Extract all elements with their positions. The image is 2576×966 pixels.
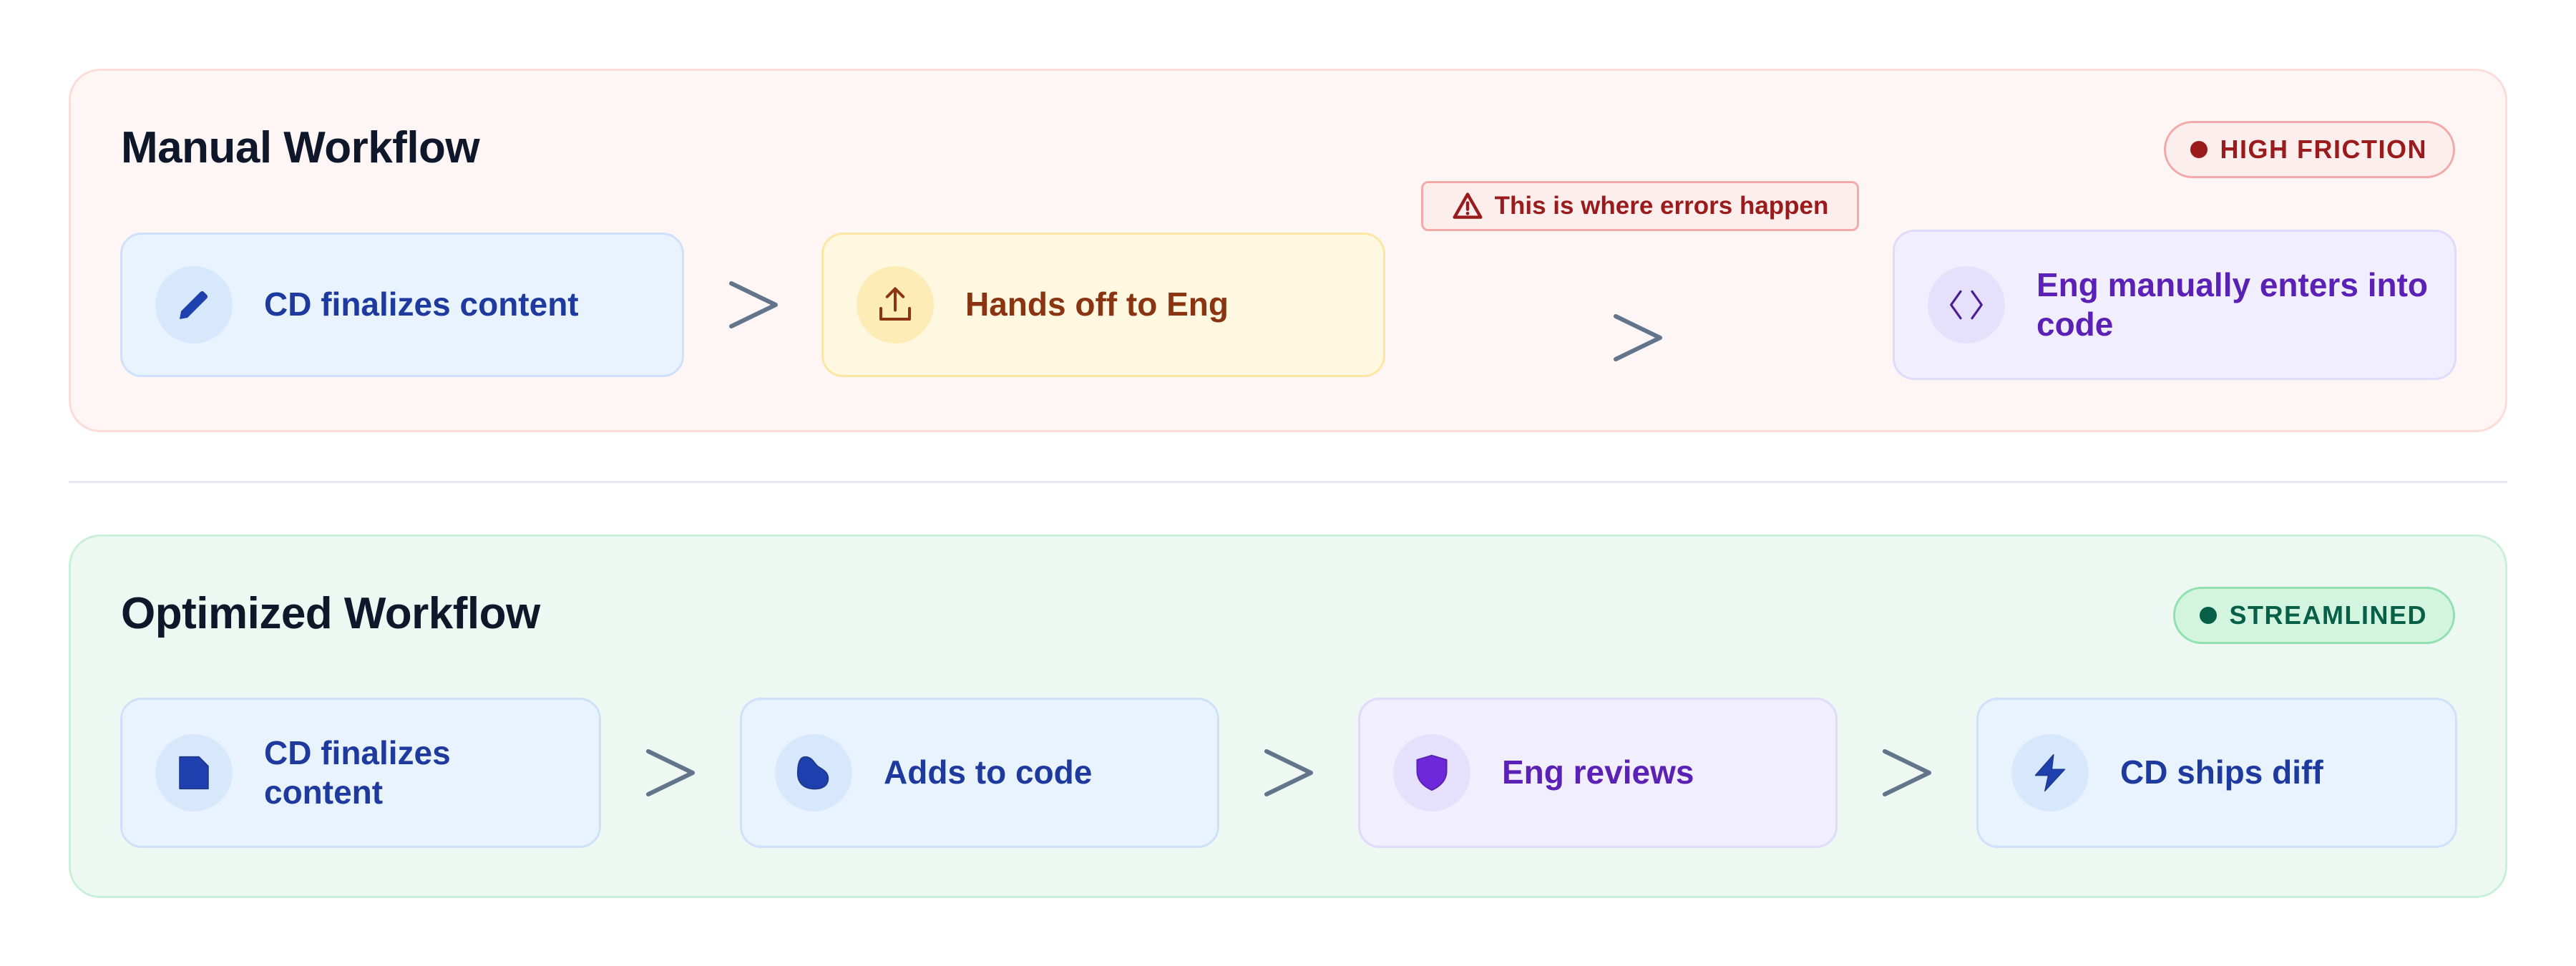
manual-workflow-title: Manual Workflow — [121, 123, 480, 172]
blob-icon — [775, 734, 852, 811]
step-label: CD ships diff — [2120, 753, 2323, 791]
optimized-step-adds-to-code: Adds to code — [740, 698, 1219, 848]
warning-text: This is where errors happen — [1494, 192, 1829, 220]
manual-step-cd-finalizes: CD finalizes content — [120, 233, 684, 377]
lightning-icon — [2011, 734, 2089, 811]
optimized-workflow-title: Optimized Workflow — [121, 589, 540, 638]
high-friction-badge: HIGH FRICTION — [2163, 121, 2455, 178]
section-divider — [69, 481, 2507, 483]
arrow-right-icon — [1264, 749, 1313, 796]
upload-icon — [857, 266, 934, 343]
step-label: CD finalizes content — [264, 286, 579, 323]
arrow-right-icon — [646, 749, 695, 796]
step-label: CD finalizes content — [264, 733, 451, 811]
badge-label: STREAMLINED — [2229, 600, 2427, 630]
status-dot-icon — [2190, 141, 2207, 158]
optimized-step-cd-ships: CD ships diff — [1976, 698, 2457, 848]
streamlined-badge: STREAMLINED — [2172, 587, 2455, 644]
manual-step-eng-enters: Eng manually enters into code — [1893, 230, 2457, 380]
document-icon — [155, 734, 233, 811]
code-icon — [1928, 266, 2005, 343]
step-label: Hands off to Eng — [965, 286, 1229, 323]
arrow-right-icon — [1883, 749, 1931, 796]
arrow-right-icon — [729, 281, 778, 328]
status-dot-icon — [2199, 607, 2217, 624]
optimized-step-cd-finalizes: CD finalizes content — [120, 698, 601, 848]
shield-icon — [1393, 734, 1470, 811]
error-warning-callout: This is where errors happen — [1421, 181, 1859, 231]
step-label: Eng manually enters into code — [2036, 265, 2428, 343]
pencil-icon — [155, 266, 233, 343]
arrow-right-icon — [1614, 314, 1662, 361]
manual-step-hands-off: Hands off to Eng — [821, 233, 1385, 377]
warning-triangle-icon — [1453, 192, 1483, 219]
step-label: Eng reviews — [1502, 753, 1694, 791]
optimized-step-eng-reviews: Eng reviews — [1358, 698, 1838, 848]
badge-label: HIGH FRICTION — [2220, 135, 2427, 164]
step-label: Adds to code — [884, 753, 1093, 791]
